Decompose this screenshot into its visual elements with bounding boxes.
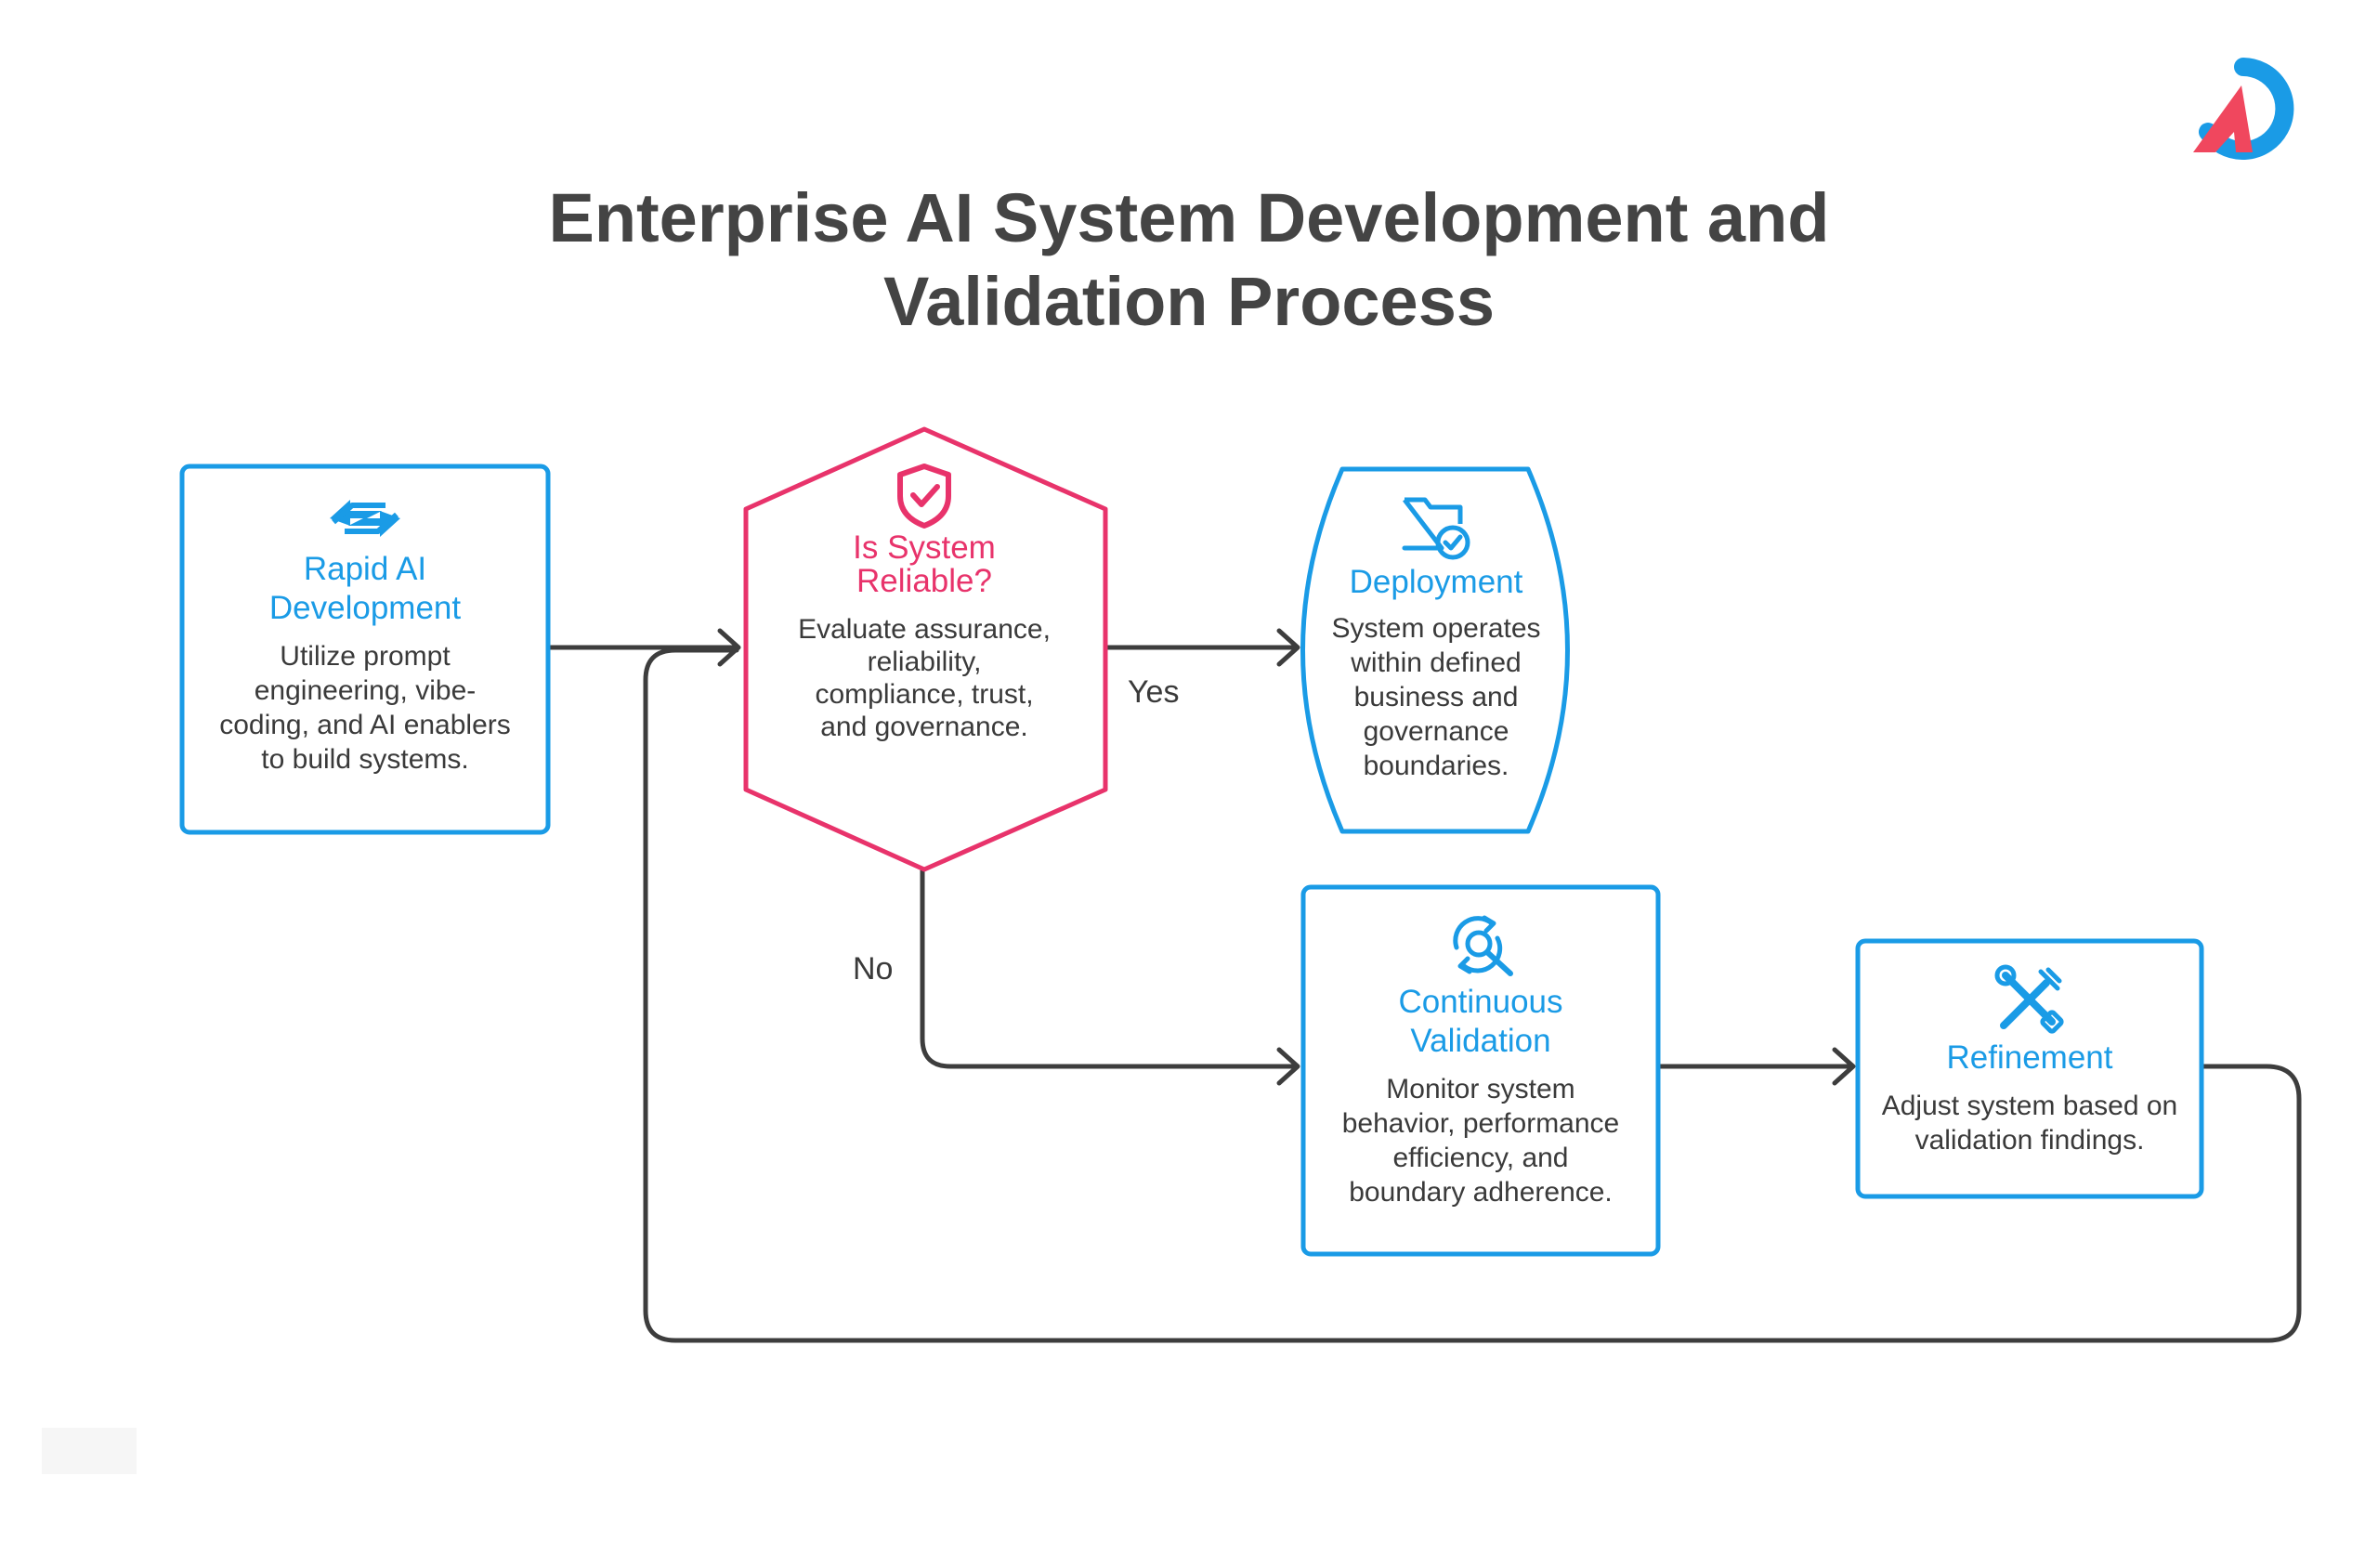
page-title: Enterprise AI System Development and Val…	[0, 176, 2378, 344]
node-deployment-barrel	[1300, 466, 1570, 834]
brand-logo-icon	[2193, 58, 2294, 160]
shield-check-icon	[897, 464, 951, 529]
arrowhead-decision-validation	[1276, 1047, 1300, 1086]
arrowhead-decision-deployment	[1276, 628, 1300, 667]
title-line-2: Validation Process	[882, 263, 1496, 340]
node-rapid-title: Rapid AI Development	[268, 551, 462, 626]
edge-label-yes: Yes	[1128, 674, 1180, 710]
folder-check-icon	[1402, 497, 1470, 560]
exchange-arrows-icon	[330, 500, 400, 537]
edge-refinement-loop	[643, 647, 2302, 1343]
edge-label-no: No	[853, 951, 894, 987]
node-rapid: Rapid AI Development Utilize prompt engi…	[182, 492, 548, 777]
node-deployment: Deployment System operates within define…	[1317, 490, 1555, 783]
node-refinement-description: Adjust system based on validation findin…	[1881, 1091, 2178, 1156]
edge-decision-to-validation	[920, 866, 1299, 1069]
node-deployment-description: System operates within defined business …	[1331, 613, 1541, 781]
arrowhead-rapid-decision	[717, 628, 741, 667]
node-refinement: Refinement Adjust system based on valida…	[1858, 964, 2202, 1157]
arrowhead-validation-refinement	[1832, 1047, 1856, 1086]
node-decision-title: Is System Reliable?	[853, 529, 996, 599]
node-decision-hexagon	[743, 426, 1108, 872]
node-validation-description: Monitor system behavior, performance eff…	[1341, 1074, 1620, 1208]
node-refinement-title: Refinement	[1946, 1039, 2113, 1076]
node-rapid-box	[179, 464, 551, 835]
node-validation: Continuous Validation Monitor system beh…	[1303, 910, 1658, 1209]
tools-icon	[1994, 964, 2064, 1034]
title-line-1: Enterprise AI System Development and	[548, 179, 1830, 256]
node-decision-description: Evaluate assurance, reliability, complia…	[798, 614, 1051, 742]
corner-placeholder	[42, 1428, 137, 1474]
node-rapid-description: Utilize prompt engineering, vibe-coding,…	[219, 641, 511, 775]
node-validation-box	[1300, 884, 1661, 1257]
node-decision: Is System Reliable? Evaluate assurance, …	[790, 463, 1059, 743]
node-validation-title: Continuous Validation	[1398, 984, 1563, 1059]
node-refinement-box	[1855, 938, 2204, 1199]
node-deployment-title: Deployment	[1349, 564, 1523, 600]
refresh-search-icon	[1453, 915, 1513, 976]
